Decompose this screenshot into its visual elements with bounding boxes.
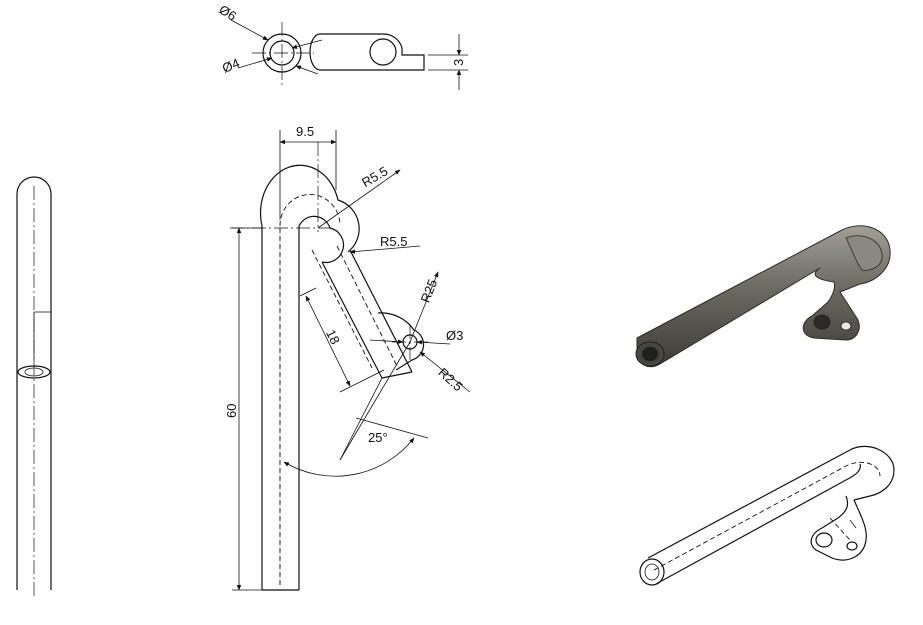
top-view-body [320,33,425,71]
wireframe-isometric-view [639,445,895,586]
dim-hole-dia: Ø3 [446,328,463,343]
dim-width: 9.5 [296,124,314,139]
dim-bend-inner-radius: R5.5 [380,234,407,249]
dim-top-inner-dia: Ø4 [220,55,242,75]
side-view-hole [17,365,51,379]
side-view-outline [16,176,52,590]
wire-tube-top-edge [647,445,895,559]
dim-tab-arc-radius: R25 [417,277,440,305]
front-view: 9.5 R5.5 R5.5 R25 Ø3 R2.5 18 60 25° [224,124,471,591]
dim-leg-length: 18 [323,327,343,347]
top-view-hole-circle [369,38,397,66]
wire-tube-end [639,558,665,586]
shaded-tube-body [636,225,891,368]
shaded-isometric-view [635,225,891,368]
dim-top-thickness: 3 [451,59,466,66]
top-view-body-front [309,33,321,71]
side-view [16,176,52,598]
dim-angle: 25° [368,430,388,445]
dim-tab-end-radius: R2.5 [435,365,465,395]
front-tab [377,312,425,371]
dim-bend-outer-radius: R5.5 [359,163,390,190]
front-bend-outer [259,164,360,253]
top-view: Ø6 Ø4 3 [216,2,468,90]
wire-tube-bottom-edge [655,463,861,585]
dim-total-height: 60 [224,404,239,418]
dim-top-outer-dia: Ø6 [216,2,239,24]
